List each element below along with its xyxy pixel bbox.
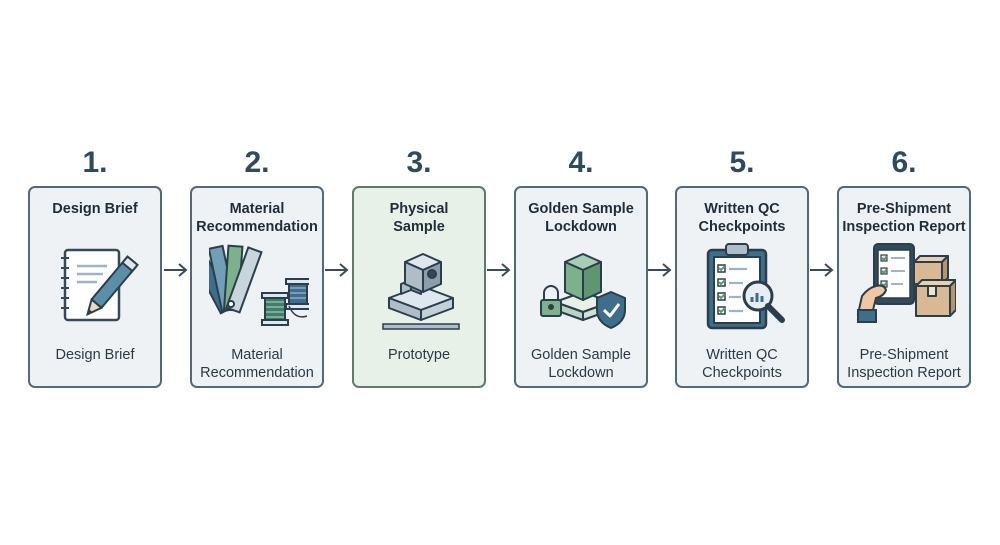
clipboard-magnifier-icon	[706, 243, 785, 330]
swatches-spools-icon	[209, 244, 309, 326]
step-number-1: 1.	[82, 146, 108, 179]
arrow-right-icon	[164, 263, 188, 277]
step-number-6: 6.	[891, 146, 917, 179]
step-number-4: 4.	[568, 146, 594, 179]
step-card-physical-sample: Physical Sample Prototype	[352, 186, 486, 388]
lock-cube-shield-icon	[540, 253, 626, 329]
step-number-5: 5.	[729, 146, 755, 179]
step-card-golden-sample-lockdown: Golden Sample Lockdown Golden Sample Loc…	[514, 186, 648, 388]
notebook-pencil-icon	[61, 248, 139, 322]
step-caption: Material Recommendation	[200, 347, 314, 381]
step-card-design-brief: Design Brief Design Brief	[28, 186, 162, 388]
arrow-right-icon	[810, 263, 834, 277]
prototype-block-icon	[382, 253, 460, 330]
step-caption: Design Brief	[55, 347, 135, 363]
tablet-boxes-icon	[856, 243, 956, 323]
step-card-written-qc-checkpoints: Written QC Checkpoints Written QC Checkp…	[675, 186, 809, 388]
step-title: Material Recommendation	[196, 201, 318, 235]
arrow-right-icon	[648, 263, 672, 277]
step-title: Pre-Shipment Inspection Report	[842, 201, 966, 235]
step-caption: Pre-Shipment Inspection Report	[847, 347, 961, 381]
step-title: Written QC Checkpoints	[698, 201, 786, 235]
step-caption: Golden Sample Lockdown	[531, 347, 631, 381]
step-caption: Prototype	[387, 347, 451, 363]
step-card-pre-shipment-inspection-report: Pre-Shipment Inspection Report	[837, 186, 971, 388]
step-number-3: 3.	[406, 146, 432, 179]
step-title: Design Brief	[52, 201, 138, 217]
step-number-2: 2.	[244, 146, 270, 179]
arrow-right-icon	[487, 263, 511, 277]
arrow-right-icon	[325, 263, 349, 277]
step-caption: Written QC Checkpoints	[702, 347, 782, 381]
step-title: Physical Sample	[389, 201, 449, 235]
step-title: Golden Sample Lockdown	[528, 201, 634, 235]
step-card-material-recommendation: Material Recommendation Material Recom	[190, 186, 324, 388]
